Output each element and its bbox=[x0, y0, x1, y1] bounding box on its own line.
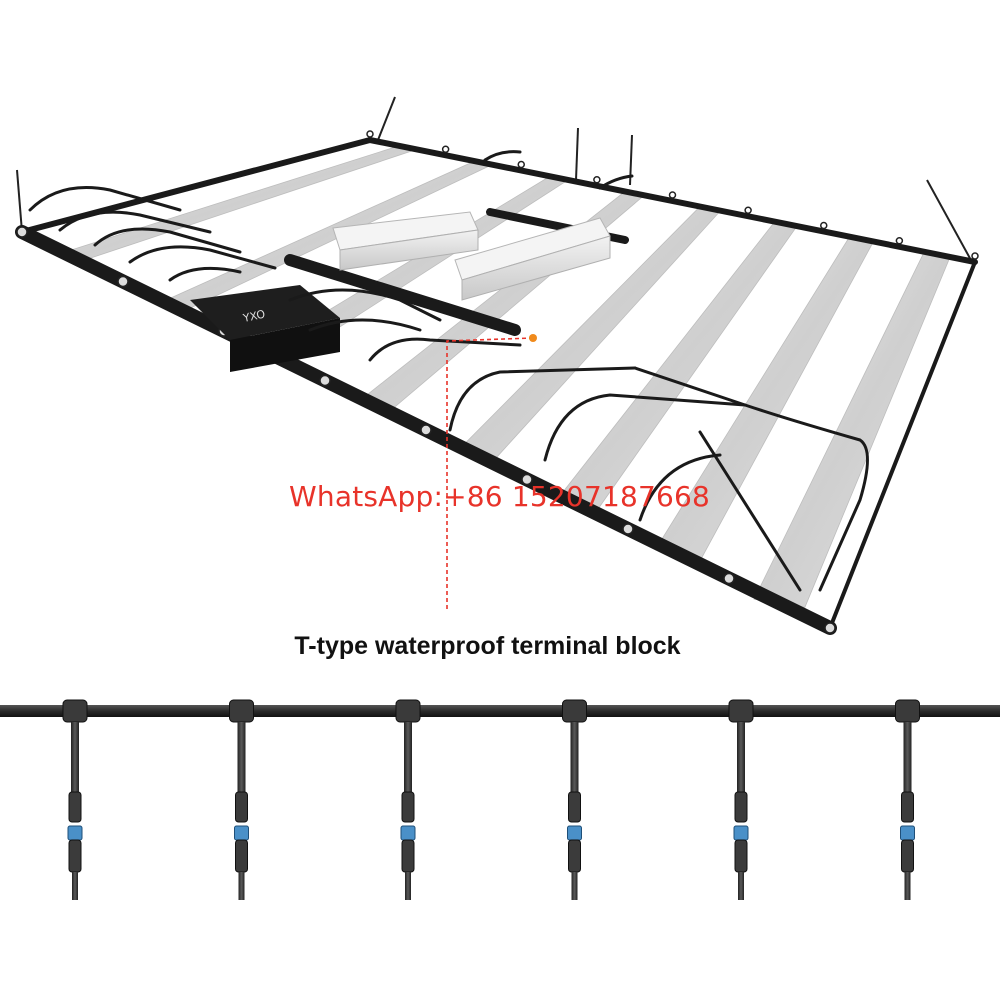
rail-screw bbox=[895, 237, 904, 245]
seal-ring bbox=[400, 825, 416, 841]
rail-screw bbox=[441, 145, 450, 153]
rail-screw bbox=[521, 473, 533, 486]
tail-cable bbox=[238, 872, 245, 900]
t-housing bbox=[395, 699, 421, 723]
plug-body bbox=[568, 839, 581, 873]
t-connectors bbox=[62, 699, 920, 900]
t-connector bbox=[562, 699, 587, 900]
plug-body bbox=[901, 839, 914, 873]
rail-screw bbox=[971, 252, 979, 260]
rail-screw bbox=[820, 221, 828, 230]
plug-body bbox=[901, 791, 914, 823]
plug-body bbox=[401, 839, 415, 873]
drop-cable bbox=[71, 722, 79, 792]
power-driver-2 bbox=[454, 217, 611, 301]
tail-cable bbox=[405, 872, 411, 900]
led-bar bbox=[753, 250, 951, 608]
whatsapp-watermark: WhatsApp:+86 15207187668 bbox=[289, 480, 711, 513]
rail-screw bbox=[16, 226, 28, 238]
tail-cable bbox=[904, 872, 911, 900]
seal-ring bbox=[67, 825, 83, 841]
drop-cable bbox=[903, 722, 912, 792]
plug-body bbox=[68, 791, 82, 823]
drop-cable bbox=[737, 722, 745, 792]
plug-body bbox=[401, 791, 415, 823]
plug-body bbox=[235, 791, 248, 823]
driver-brand-label: YXO bbox=[241, 308, 267, 326]
t-housing bbox=[229, 699, 254, 723]
tail-cable bbox=[571, 872, 578, 900]
rail-screw bbox=[117, 275, 129, 288]
main-cable bbox=[0, 705, 1000, 717]
drop-cable bbox=[237, 722, 246, 792]
plug-body bbox=[68, 839, 82, 873]
control-box: YXO bbox=[190, 285, 340, 372]
t-connector bbox=[728, 699, 754, 900]
rail-screw bbox=[824, 622, 836, 634]
led-grow-light-fixture: YXO bbox=[15, 96, 979, 635]
callout-line bbox=[446, 334, 537, 612]
t-connector bbox=[229, 699, 254, 900]
fixture-cables bbox=[28, 150, 869, 592]
rail-screws bbox=[16, 130, 979, 634]
rail-screw bbox=[723, 572, 735, 585]
plug-body bbox=[568, 791, 581, 823]
tail-cable bbox=[72, 872, 78, 900]
t-connector bbox=[62, 699, 88, 900]
seal-ring bbox=[733, 825, 749, 841]
plug-body bbox=[734, 839, 748, 873]
drop-cable bbox=[404, 722, 412, 792]
power-driver-1 bbox=[332, 211, 479, 271]
rail-screw bbox=[319, 374, 331, 387]
led-bar bbox=[555, 220, 798, 509]
rail-screw bbox=[517, 160, 525, 169]
t-connector-strip bbox=[0, 699, 1000, 900]
seal-ring bbox=[567, 825, 582, 841]
rail-screw bbox=[744, 206, 752, 214]
seal-ring bbox=[234, 825, 249, 841]
connector-caption: T-type waterproof terminal block bbox=[294, 632, 681, 660]
plug-body bbox=[734, 791, 748, 823]
rail-screw bbox=[593, 176, 601, 184]
rail-screw bbox=[366, 130, 374, 138]
rail-screw bbox=[420, 424, 432, 436]
hanging-wires bbox=[16, 96, 973, 263]
plug-body bbox=[235, 839, 248, 873]
rail-screw bbox=[622, 523, 634, 535]
t-connector bbox=[895, 699, 920, 900]
fixture-frame bbox=[15, 137, 978, 635]
drop-cable bbox=[570, 722, 579, 792]
t-housing bbox=[895, 699, 920, 723]
t-connector bbox=[395, 699, 421, 900]
callout-dot bbox=[529, 334, 537, 342]
rail-screw bbox=[668, 191, 677, 199]
seal-ring bbox=[900, 825, 915, 841]
tail-cable bbox=[738, 872, 744, 900]
t-housing bbox=[62, 699, 88, 723]
t-housing bbox=[562, 699, 587, 723]
t-housing bbox=[728, 699, 754, 723]
